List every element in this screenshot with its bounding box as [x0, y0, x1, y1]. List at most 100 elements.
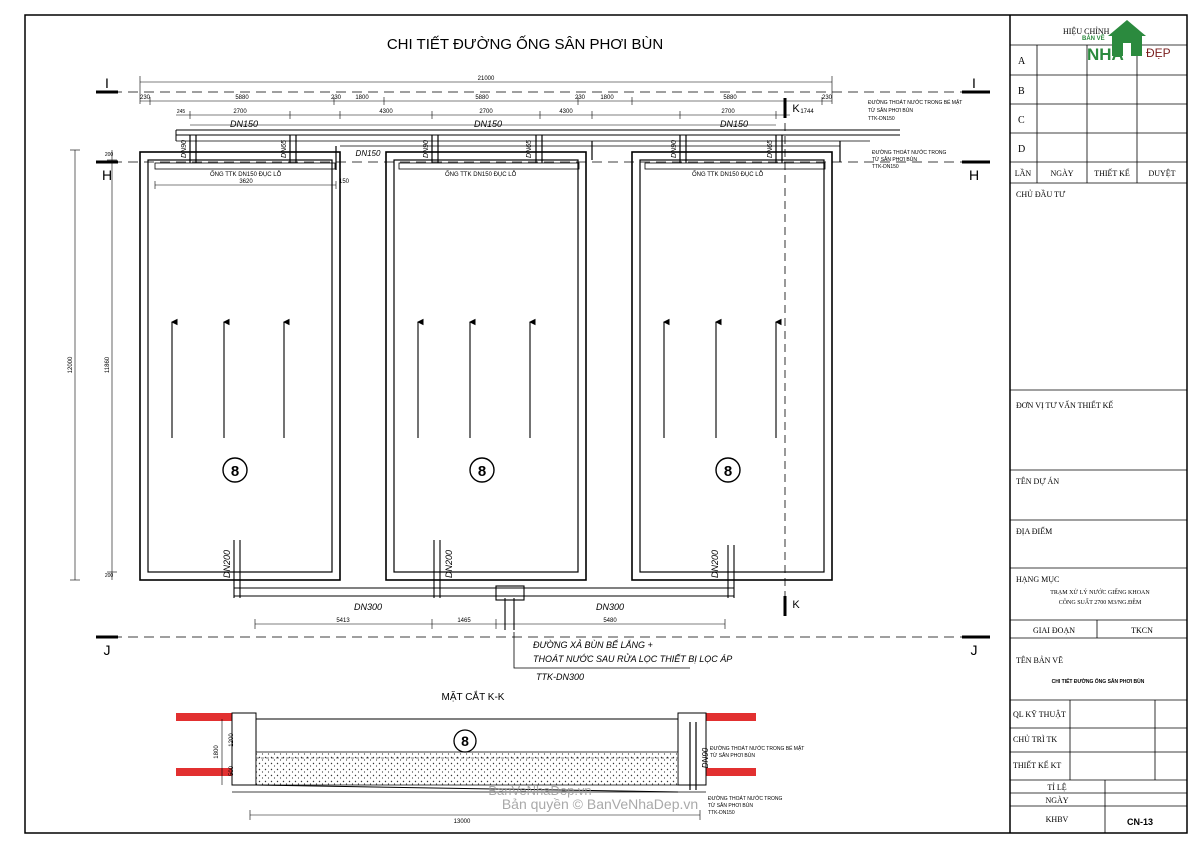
- section-lines: [96, 90, 990, 639]
- header-pipe: [175, 129, 900, 147]
- note-outlet-code: TTK-DN300: [536, 672, 584, 682]
- drying-bed-3: [631, 151, 833, 581]
- field-owner: CHỦ ĐẦU TƯ: [1016, 189, 1066, 199]
- dim-run-4: 4300: [559, 109, 573, 115]
- label-dn65-1: DN65: [281, 140, 288, 158]
- title-block-grid: [1010, 44, 1187, 833]
- dim-run-2: 4300: [379, 109, 393, 115]
- revision-row-c: C: [1018, 115, 1025, 126]
- watermark-line-1: BanVeNhaDep.vn: [488, 783, 591, 798]
- label-dn200-2: DN200: [444, 550, 454, 578]
- label-dn200-3: DN200: [710, 550, 720, 578]
- bed-number-3: 8: [724, 463, 732, 480]
- field-ql: QL KỸ THUẬT: [1013, 709, 1066, 719]
- field-project: TÊN DỰ ÁN: [1016, 476, 1059, 486]
- note-surface-drain-2: TỪ SÂN PHƠI BÙN: [868, 107, 913, 114]
- field-consultant: ĐƠN VỊ TƯ VẤN THIẾT KẾ: [1016, 400, 1113, 410]
- bed-number-2: 8: [478, 463, 486, 480]
- note-surface-code: TTK-DN150: [868, 116, 895, 122]
- riser-pipes: [189, 135, 841, 170]
- dim-side: 1744: [800, 109, 814, 115]
- field-drawing-name: TÊN BẢN VẼ: [1016, 655, 1063, 665]
- dim-height-top: 200: [105, 152, 114, 158]
- mark-k-bottom: K: [792, 599, 800, 611]
- field-drawing-name-value: CHI TIẾT ĐƯỜNG ỐNG SÂN PHƠI BÙN: [1052, 677, 1145, 685]
- dim-run-1: 2700: [233, 109, 247, 115]
- revision-row-a: A: [1018, 56, 1026, 67]
- dim-height-inner: 11860: [105, 356, 111, 373]
- revision-col-design: THIẾT KẾ: [1094, 168, 1130, 178]
- dim-bottom-c: 5480: [603, 618, 617, 624]
- label-dn150-1: DN150: [230, 119, 258, 129]
- field-category-value-2: CÔNG SUẤT 2700 M3/NG.ĐÊM: [1059, 598, 1142, 606]
- dim-bed1-width: 5880: [235, 95, 249, 101]
- drying-bed-2: [385, 151, 587, 581]
- label-perforated-2: ỐNG TTK DN150 ĐỤC LỖ: [445, 171, 517, 178]
- field-stage: GIAI ĐOẠN: [1033, 626, 1075, 635]
- dim-edge-right: 230: [822, 95, 833, 101]
- field-stage-value: TKCN: [1131, 626, 1153, 635]
- label-dn90-3: DN90: [671, 140, 678, 158]
- mark-h-right: H: [969, 167, 979, 183]
- label-dn65-3: DN65: [767, 140, 774, 158]
- label-dn300-2: DN300: [596, 602, 624, 612]
- dim-bed2-width: 5880: [475, 95, 489, 101]
- dim-wall2: 230: [575, 95, 586, 101]
- note-inner-drain-2: TỪ SÂN PHƠI BÙN: [872, 156, 917, 163]
- dim-bottom-b: 1465: [457, 618, 471, 624]
- dim-offset-1: 245: [177, 109, 186, 115]
- mark-i-left: I: [105, 75, 109, 91]
- dim-run-3: 2700: [479, 109, 493, 115]
- revision-row-d: D: [1018, 144, 1025, 155]
- mark-j-right: J: [971, 642, 978, 658]
- dim-height-bottom: 200: [105, 573, 114, 579]
- field-date: NGÀY: [1045, 795, 1068, 805]
- label-perforated-3: ỐNG TTK DN150 ĐỤC LỖ: [692, 171, 764, 178]
- note-outlet-2: THOÁT NƯỚC SAU RỬA LỌC THIẾT BỊ LỌC ÁP: [533, 653, 732, 664]
- field-code-value: CN-13: [1127, 817, 1153, 827]
- revision-row-b: B: [1018, 86, 1025, 97]
- section-dim-h3: 500: [229, 765, 235, 776]
- mark-j-left: J: [104, 642, 111, 658]
- section-bed-number: 8: [461, 733, 469, 749]
- flow-arrows: [170, 318, 782, 438]
- dimension-chains: [70, 76, 833, 629]
- field-code-label: KHBV: [1046, 815, 1069, 824]
- mark-i-right: I: [972, 75, 976, 91]
- label-dn150-2: DN150: [474, 119, 502, 129]
- note-inner-drain: ĐƯỜNG THOÁT NƯỚC TRONG: [872, 149, 946, 156]
- label-dn300-1: DN300: [354, 602, 382, 612]
- note-outlet-1: ĐƯỜNG XẢ BÙN BỂ LẮNG +: [533, 639, 653, 650]
- field-location: ĐỊA ĐIỂM: [1016, 526, 1052, 536]
- dim-gap2: 1800: [600, 95, 614, 101]
- section-note-inner: ĐƯỜNG THOÁT NƯỚC TRONG: [708, 795, 782, 802]
- dim-overall: 21000: [478, 76, 495, 82]
- label-dn90-1: DN90: [181, 140, 188, 158]
- revision-header-label: HIỆU CHỈNH: [1063, 26, 1110, 36]
- section-dim-length: 13000: [454, 819, 471, 825]
- watermark-line-2: Bản quyền © BanVeNhaDep.vn: [502, 796, 698, 812]
- dim-gap1: 1800: [355, 95, 369, 101]
- dim-edge-left: 230: [140, 95, 151, 101]
- collector-pipe: [233, 540, 735, 630]
- dim-perforated-end: 150: [339, 179, 350, 185]
- section-note-inner-code: TTK-DN150: [708, 810, 735, 816]
- site-logo: [1108, 20, 1146, 56]
- bed-number-1: 8: [231, 463, 239, 480]
- note-inner-code: TTK-DN150: [872, 164, 899, 170]
- field-category: HẠNG MỤC: [1016, 575, 1059, 584]
- field-lead: CHỦ TRÌ TK: [1013, 734, 1057, 744]
- section-note-surface-2: TỪ SÂN PHƠI BÙN: [710, 752, 755, 759]
- logo-suffix-text: ĐẸP: [1146, 46, 1171, 60]
- field-designer: THIẾT KẾ KT: [1013, 760, 1061, 770]
- dim-perforated: 3620: [239, 179, 253, 185]
- dim-run-5: 2700: [721, 109, 735, 115]
- section-title: MẶT CẮT K-K: [442, 690, 505, 703]
- revision-col-approve: DUYỆT: [1148, 168, 1175, 178]
- section-note-inner-2: TỪ SÂN PHƠI BÙN: [708, 802, 753, 809]
- drying-bed-1: [139, 151, 341, 581]
- note-surface-drain: ĐƯỜNG THOÁT NƯỚC TRONG BỂ MẶT: [868, 99, 962, 106]
- section-dim-h1: 1200: [229, 733, 235, 747]
- section-note-surface: ĐƯỜNG THOÁT NƯỚC TRONG BỂ MẶT: [710, 745, 804, 752]
